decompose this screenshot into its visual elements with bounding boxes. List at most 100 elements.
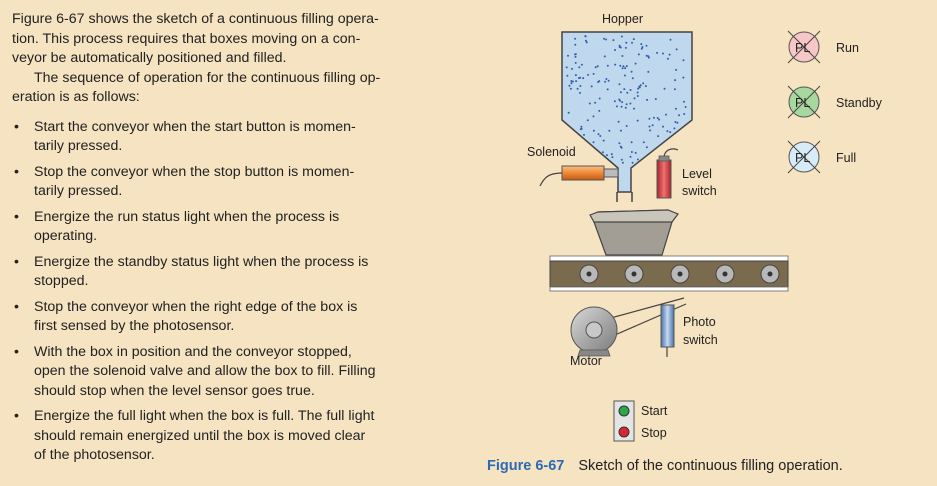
grain-particle [580, 125, 583, 128]
grain-particle [637, 53, 640, 56]
grain-particle [648, 125, 651, 128]
photo-switch: Photo switch [660, 304, 718, 357]
grain-particle [625, 65, 628, 68]
intro-line: veyor be automatically positioned and fi… [12, 50, 287, 66]
grain-particle [620, 105, 623, 108]
grain-particle [658, 118, 661, 121]
grain-particle [614, 63, 617, 66]
grain-particle [669, 131, 672, 134]
grain-particle [663, 87, 666, 90]
grain-particle [646, 98, 649, 101]
pilot-light-run: PL Run [787, 30, 859, 64]
grain-particle [584, 39, 587, 42]
grain-particle [683, 113, 686, 115]
grain-particle [621, 161, 624, 164]
grain-particle [582, 77, 585, 80]
stop-label: Stop [641, 426, 667, 440]
level-switch-label: Level [682, 167, 712, 181]
grain-particle [565, 66, 568, 69]
list-item-line: Energize the standby status light when t… [34, 253, 369, 270]
list-item-line: should stop when the level sensor goes t… [34, 382, 315, 399]
grain-particle [620, 35, 623, 38]
grain-particle [621, 101, 624, 104]
grain-particle [621, 67, 624, 70]
list-item: • With the box in position and the conve… [12, 343, 464, 402]
grain-particle [636, 91, 639, 94]
grain-particle [644, 85, 647, 88]
grain-particle [652, 116, 655, 119]
grain-particle [684, 106, 687, 108]
grain-particle [647, 70, 650, 73]
grain-particle [606, 88, 609, 91]
grain-particle [607, 79, 610, 82]
grain-particle [618, 46, 621, 48]
grain-particle [668, 53, 671, 56]
grain-particle [579, 85, 582, 87]
grain-particle [683, 100, 685, 103]
roller-axle [677, 271, 683, 277]
grain-particle [574, 37, 577, 40]
start-label: Start [641, 404, 668, 418]
grain-particle [619, 64, 622, 67]
grain-particle [645, 146, 648, 149]
pilot-light-symbol: PL [795, 96, 810, 110]
filling-operation-figure: Hopper Solenoid Level switch [470, 0, 937, 486]
grain-particle [642, 141, 645, 144]
grain-particle [599, 135, 602, 137]
grain-particle [592, 141, 595, 144]
grain-particle [629, 155, 632, 158]
grain-particle [656, 51, 659, 54]
list-item-line: operating. [34, 228, 98, 244]
grain-particle [675, 68, 678, 71]
list-item: • Stop the conveyor when the right edge … [12, 298, 464, 337]
sequence-list: • Start the conveyor when the start butt… [12, 118, 464, 466]
grain-particle [682, 59, 685, 62]
list-item-line: tarily pressed. [34, 183, 123, 199]
level-switch-label: switch [682, 184, 717, 198]
pushbutton-station: Start Stop [613, 400, 668, 442]
grain-particle [631, 41, 633, 44]
stop-button[interactable] [618, 426, 630, 438]
grain-particle [645, 44, 648, 47]
grain-particle [586, 119, 589, 122]
list-item-line: open the solenoid valve and allow the bo… [34, 363, 376, 379]
hopper: Hopper [561, 12, 693, 202]
grain-particle [584, 35, 587, 38]
list-item-line: Start the conveyor when the start button… [34, 118, 356, 135]
grain-particle [636, 119, 639, 122]
grain-particle [625, 103, 628, 106]
grain-particle [568, 84, 571, 87]
grain-particle [673, 127, 676, 130]
grain-particle [603, 55, 606, 58]
grain-particle [598, 109, 601, 112]
intro-line: Figure 6-67 shows the sketch of a contin… [12, 11, 379, 27]
grain-particle [636, 158, 639, 161]
bullet-icon: • [14, 118, 19, 135]
grain-particle [574, 74, 577, 77]
grain-particle [592, 129, 595, 132]
grain-particle [575, 80, 578, 83]
grain-particle [598, 97, 601, 100]
start-button[interactable] [618, 405, 630, 417]
grain-particle [605, 154, 608, 157]
grain-particle [625, 41, 628, 44]
grain-particle [675, 48, 678, 51]
grain-particle [630, 70, 633, 73]
grain-particle [608, 129, 611, 132]
grain-particle [633, 107, 635, 110]
grain-particle [580, 127, 583, 130]
grain-particle [648, 117, 651, 120]
grain-particle [588, 102, 591, 105]
grain-particle [571, 80, 574, 83]
grain-particle [618, 98, 621, 101]
box [589, 209, 679, 256]
grain-particle [647, 56, 650, 59]
grain-particle [594, 66, 597, 69]
grain-particle [621, 55, 624, 57]
grain-particle [625, 125, 628, 127]
grain-particle [636, 95, 639, 97]
pilot-light-full: PL Full [787, 140, 856, 174]
grain-particle [626, 91, 629, 94]
grain-particle [637, 87, 640, 90]
photo-switch-label: switch [683, 333, 718, 347]
